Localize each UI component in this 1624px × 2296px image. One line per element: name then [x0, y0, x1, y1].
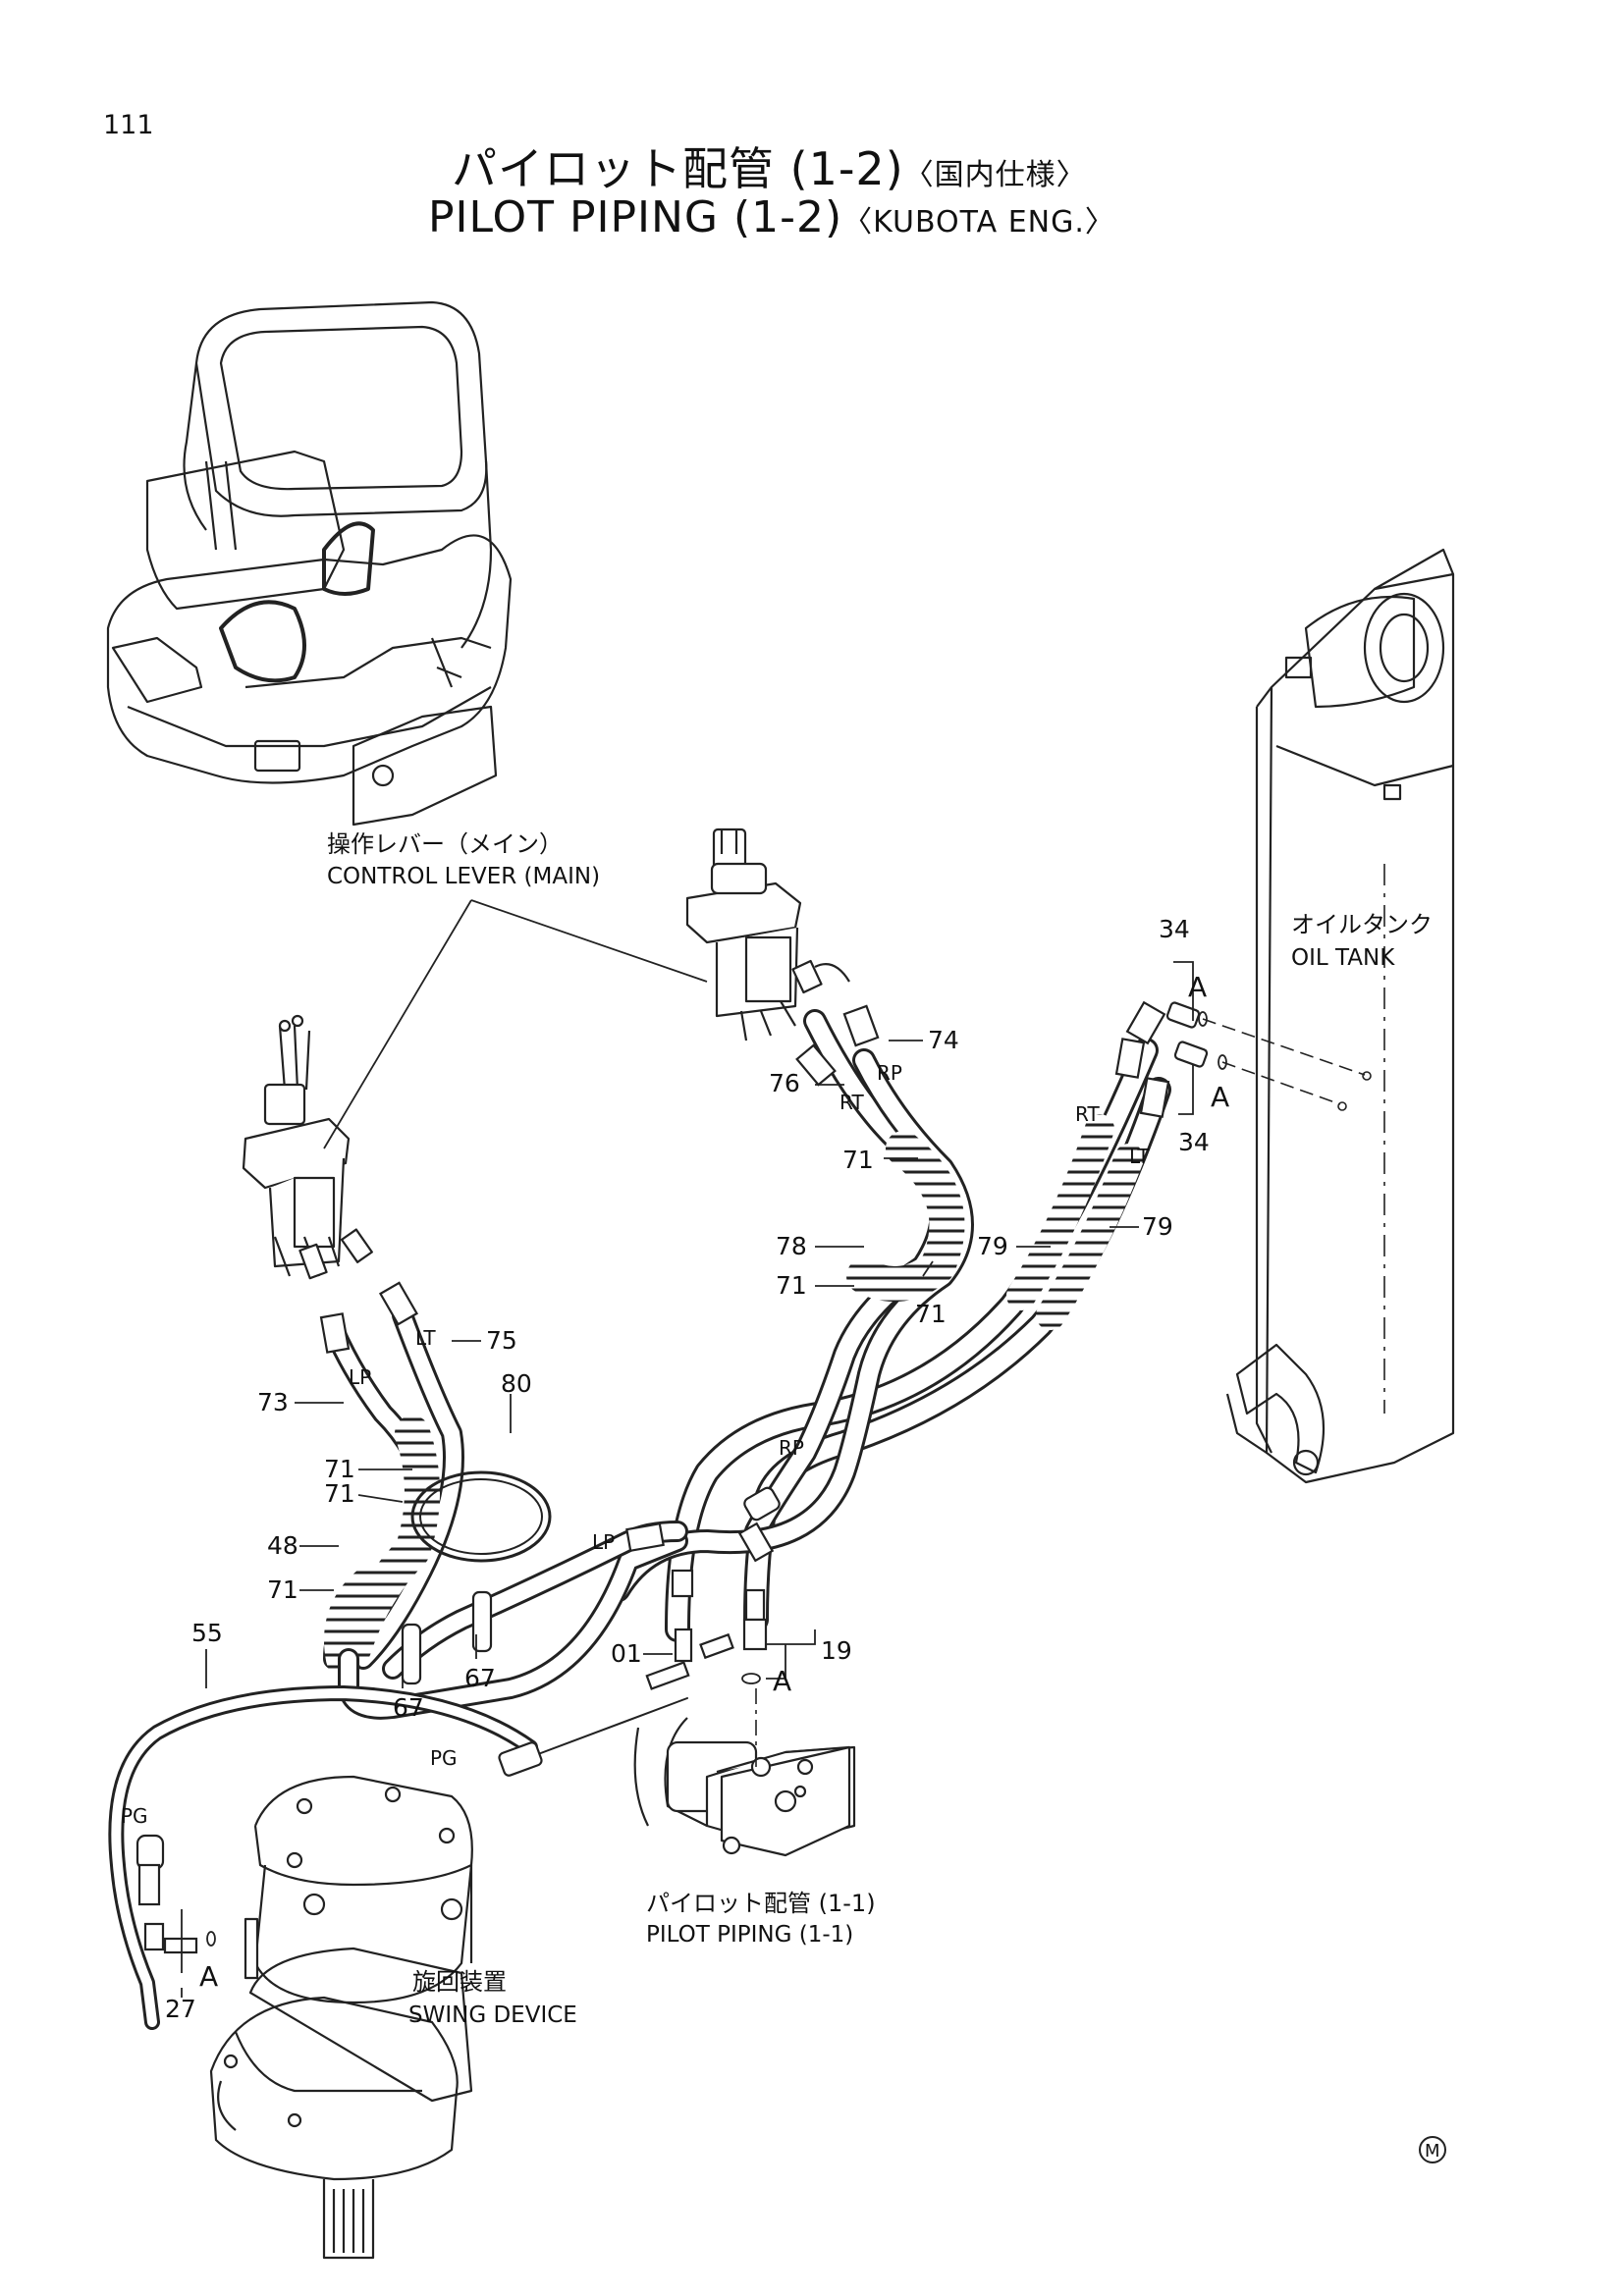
callout-55: 55 [191, 1619, 223, 1647]
leader-lines [181, 899, 1194, 1998]
port-lt-left-lever: LT [415, 1326, 436, 1350]
oil-tank-caption-jp: オイルタンク [1291, 911, 1433, 938]
o-rings [206, 1011, 1227, 1947]
pilot-piping-caption-en: PILOT PIPING (1-1) [646, 1922, 853, 1948]
callout-73: 73 [257, 1388, 289, 1416]
callout-67-b: 67 [393, 1693, 424, 1722]
port-lp-left-lever: LP [349, 1365, 371, 1389]
callout-74: 74 [928, 1026, 959, 1054]
callout-71-b: 71 [776, 1271, 807, 1300]
hose-clamps [401, 1590, 493, 1685]
excavator-cab-illustration [106, 300, 513, 827]
port-pg-upper: PG [430, 1746, 458, 1770]
callout-67-a: 67 [464, 1664, 496, 1692]
title-jp-note: 〈国内仕様〉 [903, 158, 1087, 192]
right-control-lever-valve [685, 828, 850, 1041]
callout-71-f: 71 [267, 1575, 298, 1604]
pilot-hoses [108, 1009, 1171, 2030]
callout-78: 78 [776, 1232, 807, 1260]
title-english: PILOT PIPING (1-2)〈KUBOTA ENG.〉 [428, 192, 1115, 242]
oil-tank-caption-en: OIL TANK [1291, 945, 1395, 971]
section-mark-a-tank-lower: A [1211, 1081, 1229, 1113]
oil-tank-illustration [1225, 548, 1455, 1484]
section-mark-a-swing: A [199, 1960, 218, 1993]
title-jp-main: パイロット配管 (1-2) [452, 142, 904, 195]
port-rt-tank: RT [1075, 1102, 1100, 1126]
callout-71-c: 71 [915, 1300, 947, 1328]
callout-34-upper: 34 [1159, 915, 1190, 943]
callout-19: 19 [821, 1636, 852, 1665]
port-rp-right-lever: RP [877, 1061, 902, 1085]
control-lever-caption-jp: 操作レバー（メイン） [327, 830, 563, 858]
control-lever-caption-en: CONTROL LEVER (MAIN) [327, 864, 600, 889]
component-captions: 操作レバー（メイン） CONTROL LEVER (MAIN) オイルタンク O… [327, 830, 1433, 2028]
section-marks: A A A A [199, 971, 1229, 1993]
title-japanese: パイロット配管 (1-2)〈国内仕様〉 [452, 133, 1087, 198]
hose-fittings [135, 1000, 1209, 1954]
port-lt-tank: LT [1129, 1145, 1150, 1168]
swing-device-caption-jp: 旋回装置 [412, 1968, 507, 1996]
pilot-piping-caption-jp: パイロット配管 (1-1) [646, 1890, 876, 1917]
m-mark-letter: M [1425, 2141, 1440, 2162]
callout-71-a: 71 [842, 1146, 874, 1174]
callout-79-b: 79 [1142, 1212, 1173, 1241]
callout-71-e: 71 [324, 1479, 355, 1508]
port-rt-right-lever: RT [839, 1091, 864, 1114]
port-lp-junction: LP [592, 1530, 615, 1554]
port-rp-junction: RP [779, 1436, 804, 1460]
callout-48: 48 [267, 1531, 298, 1560]
tank-port-plug-2 [1337, 1101, 1347, 1111]
callout-80: 80 [501, 1369, 532, 1398]
title-en-main: PILOT PIPING (1-2) [428, 192, 843, 242]
callout-27: 27 [165, 1995, 196, 2023]
swing-device-illustration [209, 1775, 473, 2260]
callout-71-d: 71 [324, 1455, 355, 1483]
port-labels: RP RT RT LT LT LP LP RP PG PG [121, 1061, 1150, 1828]
callout-75: 75 [486, 1326, 517, 1355]
callout-01: 01 [611, 1639, 642, 1668]
title-en-note: 〈KUBOTA ENG.〉 [842, 205, 1115, 240]
m-mark: M [1419, 2136, 1446, 2163]
callout-34-lower: 34 [1178, 1128, 1210, 1156]
swing-device-caption-en: SWING DEVICE [408, 2002, 577, 2028]
callout-numbers: 34 34 74 76 71 78 71 71 79 79 75 73 80 7… [165, 915, 1210, 2023]
pilot-valve-block-illustration [633, 1688, 856, 1857]
page-number: 111 [103, 110, 154, 140]
section-mark-a-tank-upper: A [1188, 971, 1207, 1003]
left-control-lever-valve [242, 1014, 373, 1280]
callout-79-a: 79 [977, 1232, 1008, 1260]
callout-76: 76 [769, 1069, 800, 1097]
tank-port-plug-1 [1362, 1071, 1372, 1081]
tank-port-centerlines [1202, 1018, 1366, 1105]
port-pg-lower: PG [121, 1804, 148, 1828]
section-mark-a-valve: A [773, 1665, 791, 1697]
